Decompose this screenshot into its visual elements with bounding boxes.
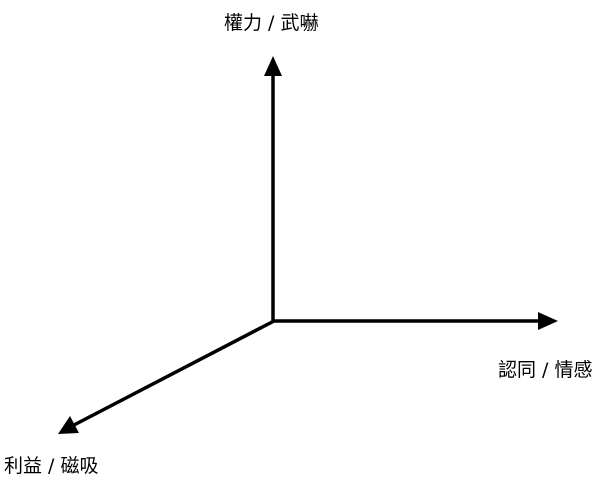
diagonal-axis-arrowhead-icon xyxy=(58,416,79,434)
diagonal-axis-label: 利益 / 磁吸 xyxy=(4,455,99,477)
diagonal-axis-line xyxy=(73,319,275,427)
vertical-axis-label: 權力 / 武嚇 xyxy=(224,12,319,34)
horizontal-axis xyxy=(272,312,558,330)
horizontal-axis-arrowhead-icon xyxy=(538,312,558,330)
vertical-axis xyxy=(264,56,282,321)
diagonal-axis xyxy=(58,319,275,434)
vertical-axis-arrowhead-icon xyxy=(264,56,282,76)
horizontal-axis-label: 認同 / 情感 xyxy=(498,359,593,381)
